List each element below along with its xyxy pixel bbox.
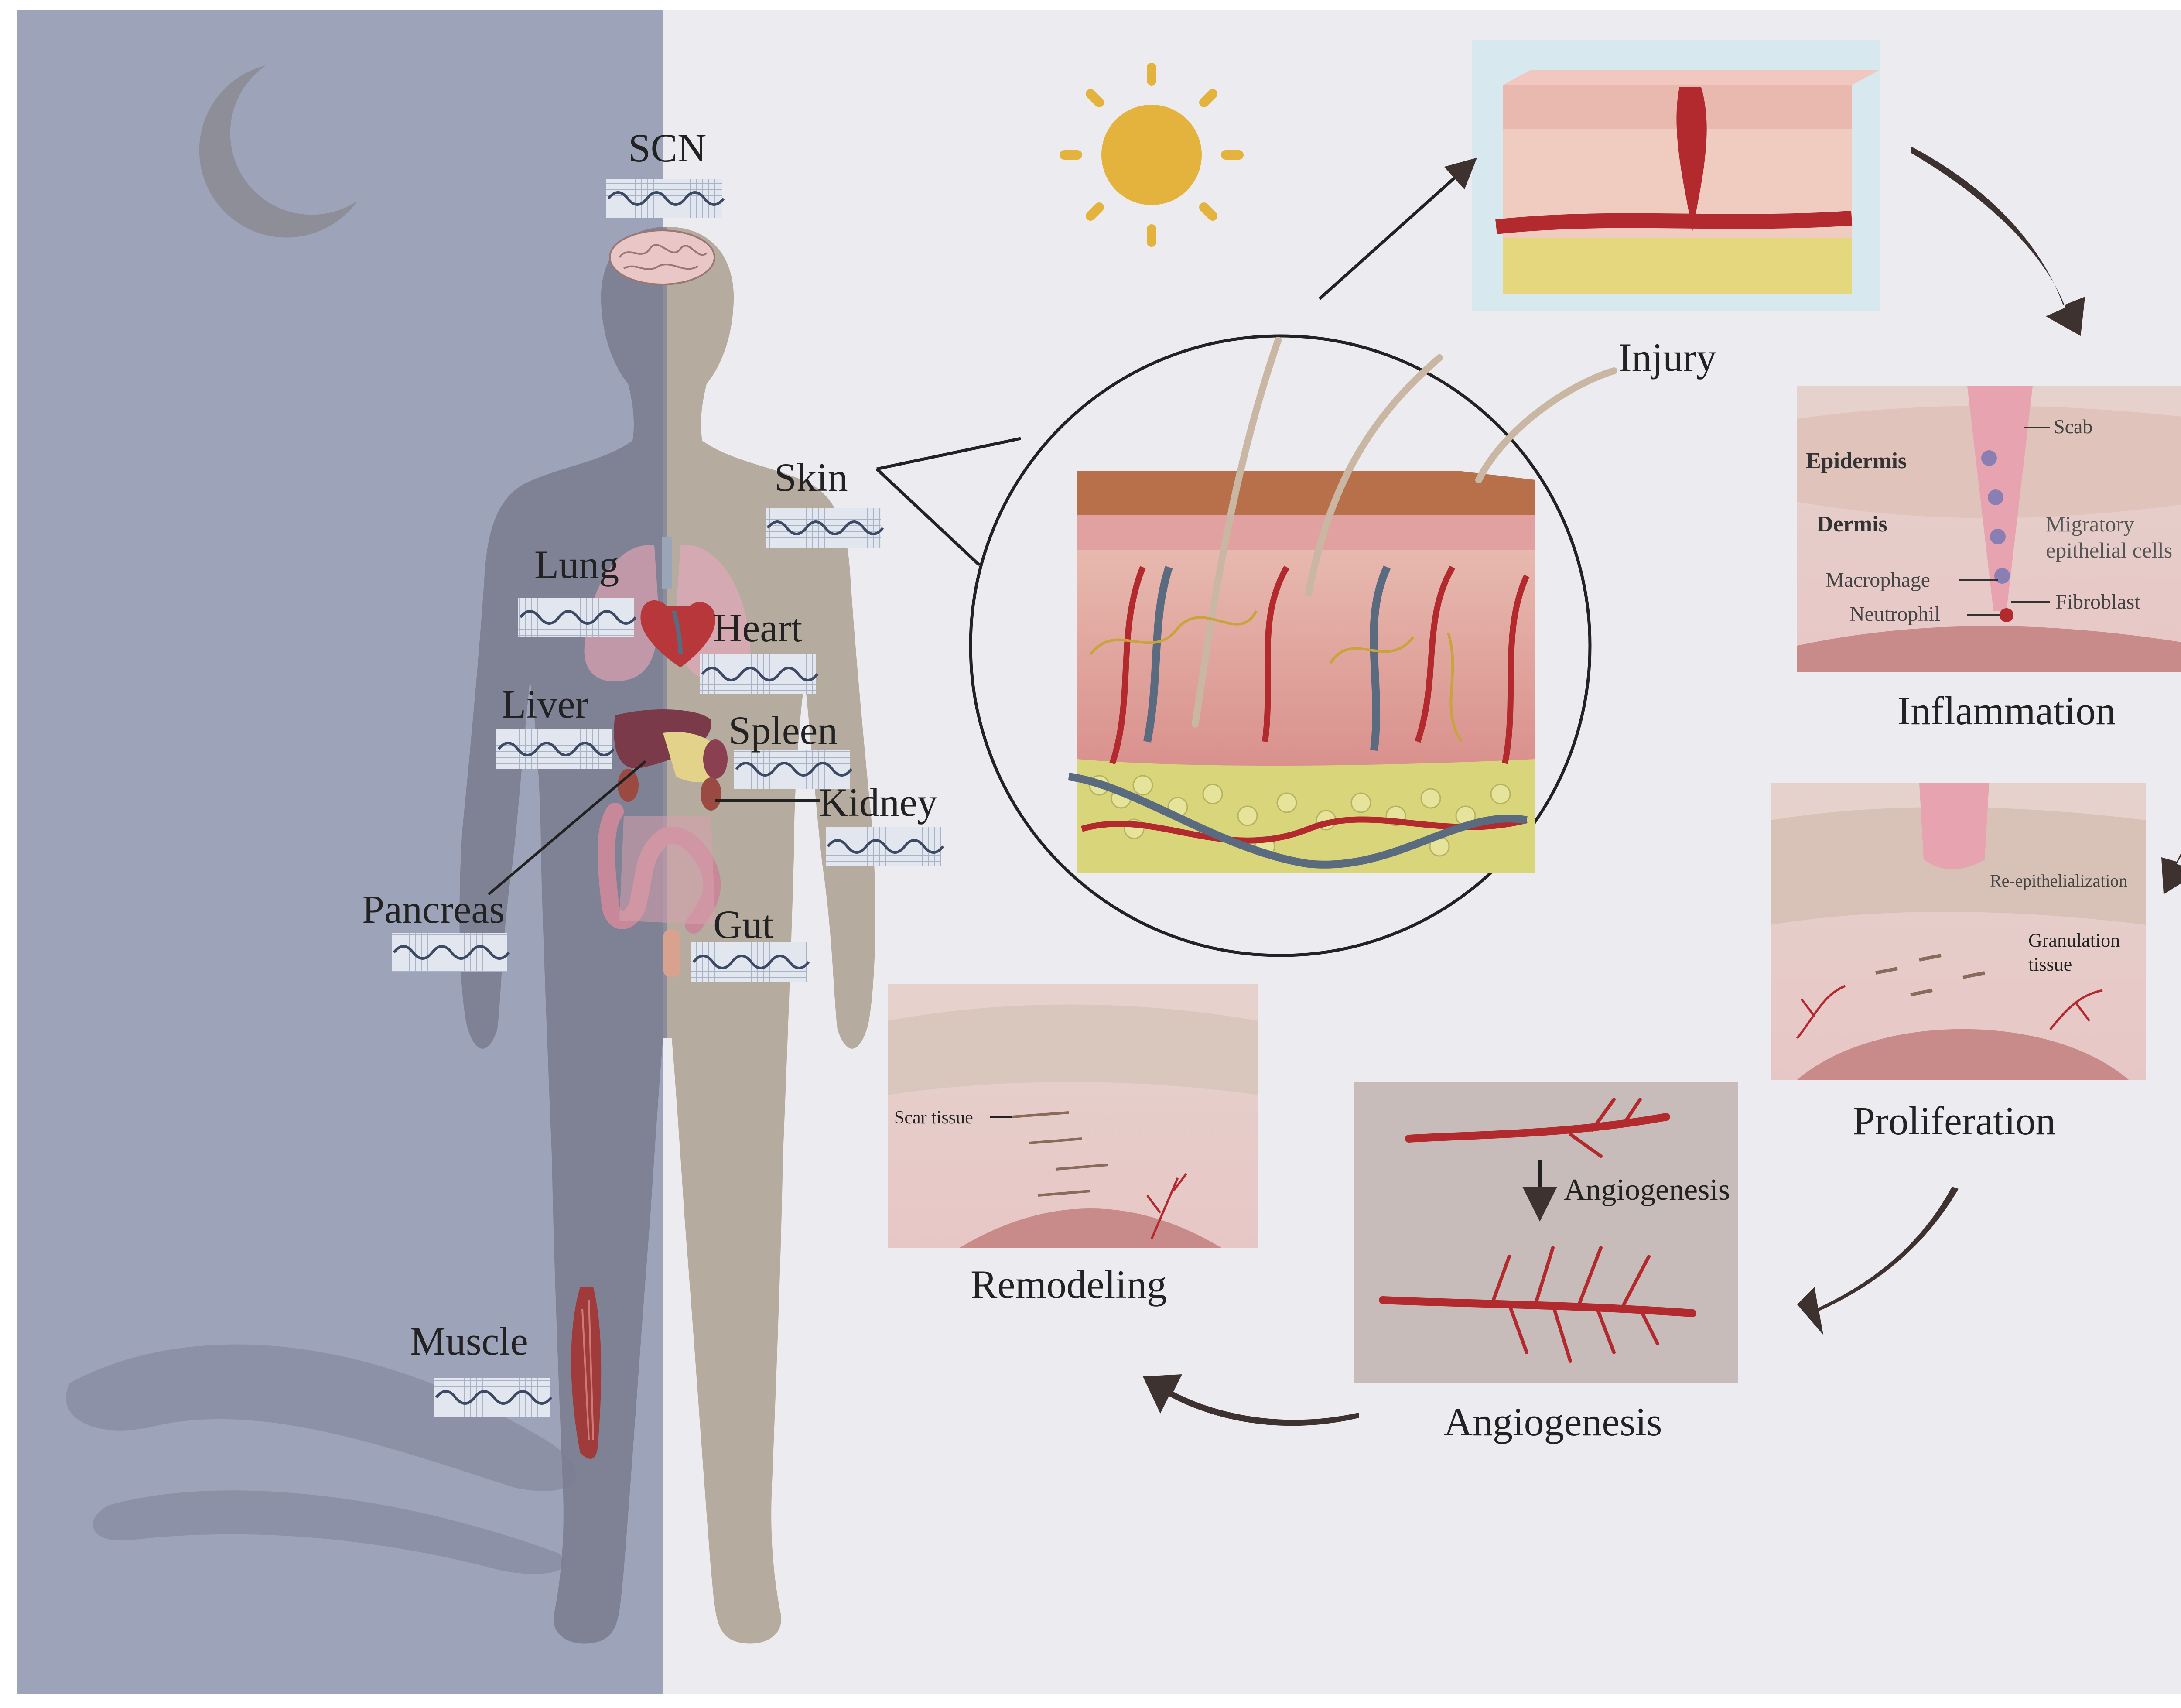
proliferation-to-angiogenesis-arrow — [1797, 1187, 1959, 1335]
scn-label: SCN — [629, 126, 707, 170]
gut-rhythm-wave — [691, 942, 810, 982]
pancreas-label: Pancreas — [362, 887, 505, 931]
granulation-label-line1: Granulation — [2028, 930, 2120, 951]
skin-rhythm-wave — [766, 508, 884, 548]
proliferation-panel — [1771, 783, 2146, 1080]
inflammation-label: Inflammation — [1897, 688, 2116, 733]
gut-icon — [598, 803, 721, 977]
heart-icon — [640, 600, 715, 667]
cycle-arrows — [1143, 146, 2181, 1426]
heart-rhythm-wave — [700, 654, 819, 694]
inflammation-to-proliferation-arrow — [2161, 852, 2181, 894]
muscle-icon — [571, 1287, 602, 1459]
macrophage-label: Macrophage — [1825, 568, 1930, 592]
brain-icon — [609, 229, 715, 285]
neutrophil-label: Neutrophil — [1849, 602, 1940, 626]
liver-icon — [614, 709, 711, 769]
dermis-label: Dermis — [1817, 512, 1887, 537]
heart-label: Heart — [713, 606, 803, 650]
migratory-label-line1: Migratory — [2046, 512, 2134, 536]
kidney-rhythm-wave — [826, 827, 944, 866]
migratory-label-line2: epithelial cells — [2046, 538, 2172, 562]
muscle-label: Muscle — [410, 1319, 528, 1363]
inflammation-panel-labels: Scab Epidermis Dermis Migratory epitheli… — [1806, 415, 2172, 626]
scn-rhythm-wave — [606, 179, 725, 218]
pancreas-leader-line — [488, 760, 646, 896]
injury-to-inflammation-arrow — [1911, 146, 2085, 336]
epidermis-label: Epidermis — [1806, 448, 1907, 473]
injury-panel — [1472, 40, 1880, 311]
scab-label: Scab — [2054, 415, 2092, 438]
lung-label: Lung — [534, 542, 619, 587]
proliferation-panel-labels: Re-epithelialization Granulation tissue — [1990, 871, 2127, 975]
pancreas-rhythm-wave — [392, 933, 510, 972]
kidney-label: Kidney — [819, 780, 937, 825]
scar-tissue-label: Scar tissue — [894, 1108, 973, 1128]
spleen-icon — [703, 739, 728, 779]
sun-icon — [1060, 63, 1244, 247]
angiogenesis-label: Angiogenesis — [1444, 1400, 1662, 1444]
granulation-label-line2: tissue — [2028, 954, 2072, 975]
lung-rhythm-wave — [518, 598, 637, 637]
angiogenesis-panel-label: Angiogenesis — [1564, 1173, 1730, 1207]
moon-icon — [199, 65, 358, 238]
bubble-to-injury-arrow — [1318, 157, 1477, 300]
skin-label: Skin — [774, 455, 848, 500]
angiogenesis-to-remodeling-arrow — [1143, 1374, 1359, 1426]
kidney-icon — [618, 769, 721, 811]
spleen-rhythm-wave — [734, 750, 853, 789]
liver-label: Liver — [502, 682, 588, 726]
body-shadow — [66, 1344, 577, 1574]
angiogenesis-panel — [1354, 1082, 1738, 1383]
skin-cross-section — [1068, 337, 1617, 873]
spleen-label: Spleen — [728, 708, 838, 753]
inflammation-panel — [1797, 386, 2181, 672]
liver-rhythm-wave — [496, 729, 615, 769]
proliferation-label: Proliferation — [1853, 1099, 2056, 1143]
gut-label: Gut — [713, 902, 773, 947]
injury-label: Injury — [1618, 335, 1716, 380]
remodeling-panel — [888, 984, 1258, 1248]
reepithelialization-label: Re-epithelialization — [1990, 871, 2127, 890]
fibroblast-label: Fibroblast — [2055, 590, 2140, 613]
muscle-rhythm-wave — [434, 1378, 553, 1417]
remodeling-label: Remodeling — [971, 1262, 1167, 1307]
